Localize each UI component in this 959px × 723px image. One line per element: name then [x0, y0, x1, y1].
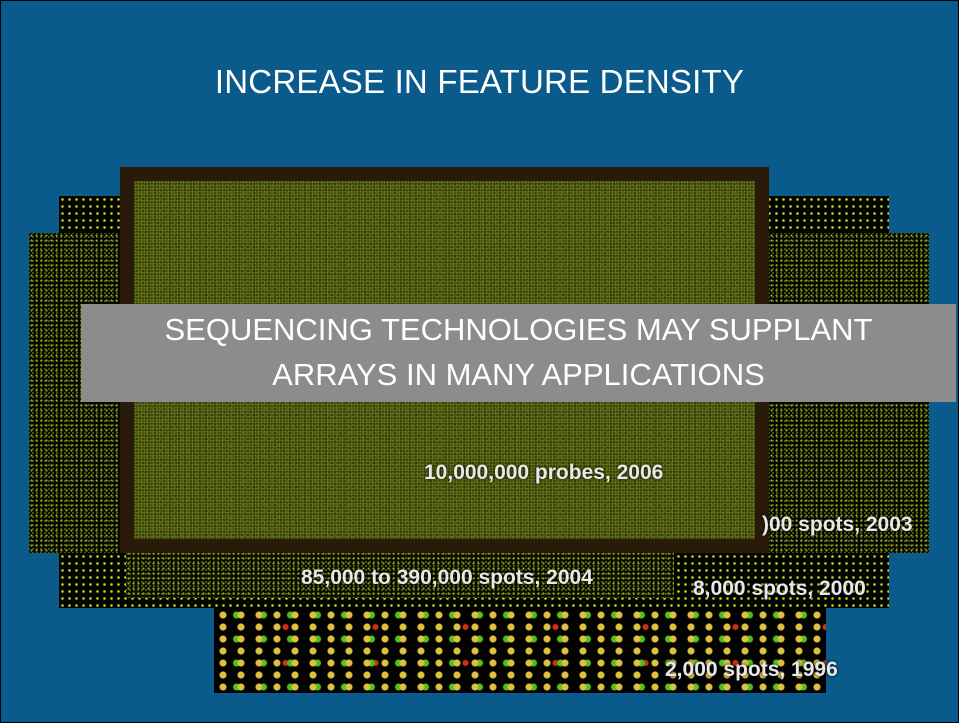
label-spots-2000: 8,000 spots, 2000	[693, 577, 866, 600]
banner-line-1: SEQUENCING TECHNOLOGIES MAY SUPPLANT	[164, 312, 873, 347]
array-image-2004	[126, 546, 674, 598]
array-image-1996	[214, 597, 826, 693]
label-spots-1996: 2,000 spots, 1996	[665, 658, 838, 681]
label-spots-2003: )00 spots, 2003	[762, 513, 913, 536]
banner-line-2: ARRAYS IN MANY APPLICATIONS	[272, 357, 765, 392]
label-spots-2004: 85,000 to 390,000 spots, 2004	[301, 566, 593, 589]
banner: SEQUENCING TECHNOLOGIES MAY SUPPLANT ARR…	[81, 304, 956, 402]
slide-title: INCREASE IN FEATURE DENSITY	[214, 63, 745, 100]
label-probes-2006: 10,000,000 probes, 2006	[424, 461, 664, 484]
